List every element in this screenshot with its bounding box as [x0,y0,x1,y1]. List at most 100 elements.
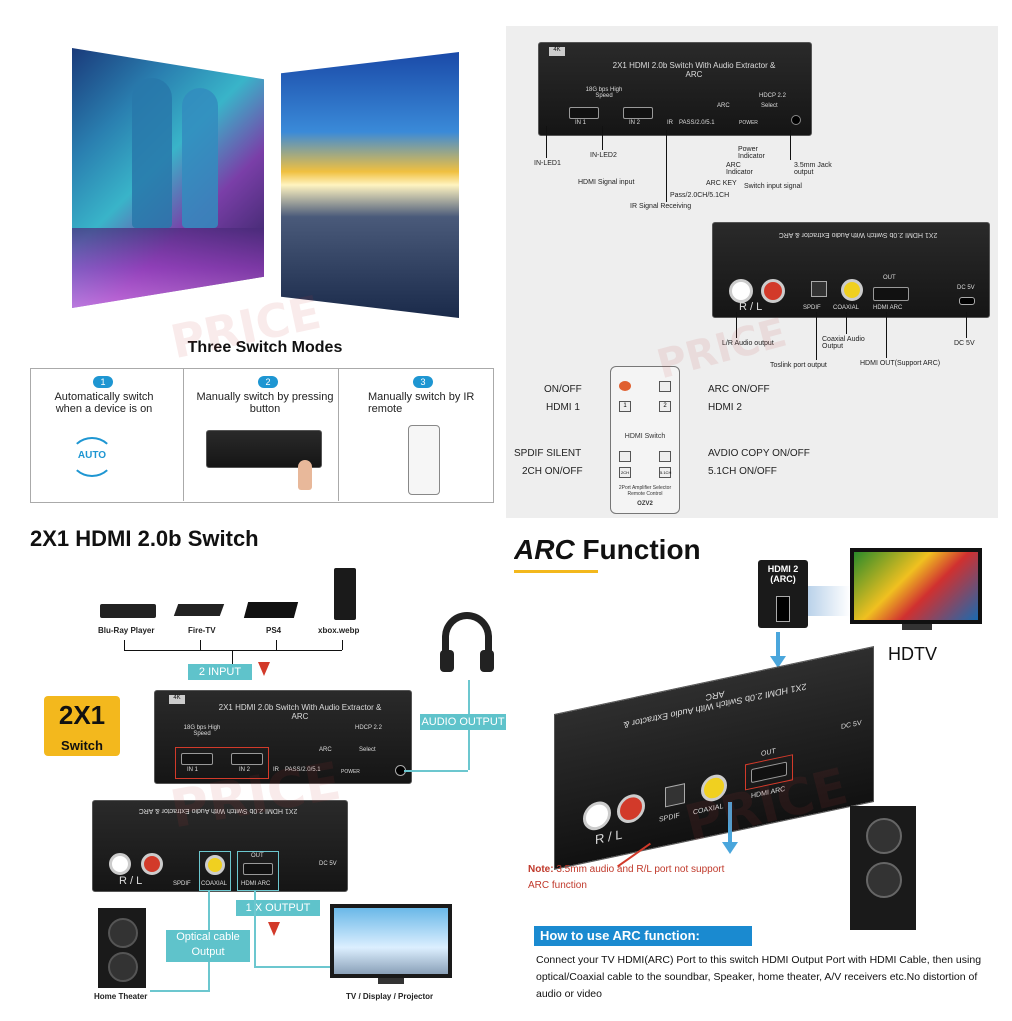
back-device-name: 2X1 HDMI 2.0b Switch With Audio Extracto… [778,231,938,238]
switch-badge: 4K [169,695,185,704]
remote-title: HDMI Switch [624,433,666,440]
remote-model: OZV2 [637,501,653,507]
front-arc-label: ARC [717,103,730,109]
callout-toslink: Toslink port output [770,362,827,369]
switch-device-name: 2X1 HDMI 2.0b Switch With Audio Extracto… [218,703,382,721]
switch-dc-label: DC 5V [319,861,337,867]
arc-device-name: 2X1 HDMI 2.0b Switch With Audio Extracto… [623,681,807,731]
remote-arc-button [659,381,671,392]
remote-right-1: ARC ON/OFF [708,384,770,395]
remote-small-image [408,425,440,495]
input-label: 2 INPUT [188,664,252,680]
badge-top: 2X1 [58,700,106,730]
front-pass-label: PASS/2.0/5.1 [679,120,715,126]
switch-device-speed: 18G bps High Speed [183,725,221,737]
howto-title: How to use ARC function: [534,926,752,946]
switch-arc-label: ARC [319,747,332,753]
front-device-hdcp: HDCP 2.2 [759,93,786,99]
headphone-jack [791,115,801,125]
hdtv-screen [850,548,982,624]
firetv-icon [173,604,225,616]
callout-dc5v: DC 5V [954,340,975,347]
arc-panel: ARC Function HDMI 2 (ARC) HDTV 2X1 HDMI … [514,516,1012,1021]
badge-bottom: Switch [61,738,103,753]
remote-right-4: 5.1CH ON/OFF [708,466,777,477]
finger-icon [298,460,312,490]
arc-out-label: OUT [761,747,776,759]
arc-spdif-label: SPDIF [659,812,680,824]
arc-title: ARC Function [514,534,701,566]
input-arrow [258,662,270,676]
switch-rca-yellow [205,855,225,875]
switch-rca-red [141,853,163,875]
modes-panel: Three Switch Modes 1 Automatically switc… [0,0,506,515]
switch-in2-port [231,753,263,765]
arc-rca-yellow [701,772,727,804]
switch-rca-white [109,853,131,875]
switch-power-label: POWER [341,769,360,775]
source-bluray: Blu-Ray Player [98,626,155,635]
remote-hdmi1-button: 1 [619,401,631,412]
switch-select-label: Select [359,747,376,753]
callout-arc-indicator: ARC Indicator [726,162,753,176]
auto-label: AUTO [77,450,107,461]
front-in1-port [569,107,599,119]
switch-out-label: OUT [251,853,264,859]
callout-in-led1: IN-LED1 [534,160,561,167]
front-device: 4K 2X1 HDMI 2.0b Switch With Audio Extra… [538,42,812,136]
hdtv-label: HDTV [888,644,937,664]
auto-icon [70,437,114,477]
arc-rl-label: R / L [595,826,623,848]
device-badge: 4K [549,47,565,56]
note-text: 3.5mm audio and R/L port not support ARC… [528,864,725,891]
optical-label: Optical cable Output [166,930,250,962]
2x1-badge [44,696,120,756]
switch-in1-label: IN 1 [187,767,199,773]
switch-in2-label: IN 2 [239,767,251,773]
arc-title-rest: Function [574,534,701,565]
callout-power-indicator: Power Indicator [738,146,765,160]
speaker-icon [98,908,146,988]
switch-pass-label: PASS/2.0/5.1 [285,767,321,773]
back-coaxial-label: COAXIAL [833,305,860,311]
arc-note: Note: 3.5mm audio and R/L port not suppo… [528,862,728,894]
output-label: 1 X OUTPUT [236,900,320,916]
rca-white [729,279,753,303]
coaxial-highlight [199,851,231,891]
arc-coaxial-label: COAXIAL [693,803,724,817]
mode1-text: Automatically switch when a device is on [54,391,154,415]
arc-device: 2X1 HDMI 2.0b Switch With Audio Extracto… [554,645,874,871]
front-in2-port [623,107,653,119]
callout-jack-output: 3.5mm Jack output [794,162,832,176]
back-rl-label: R / L [739,301,763,313]
rca-yellow [841,279,863,301]
remote-left-1: ON/OFF [544,384,582,395]
remote-left-4: 2CH ON/OFF [522,466,583,477]
back-dc-label: DC 5V [957,285,975,291]
remote-left-2: HDMI 1 [546,402,580,413]
mode3-number: 3 [413,376,433,388]
switch-spdif-label: SPDIF [173,881,191,887]
switch-coaxial-label: COAXIAL [201,881,228,887]
rca-red [761,279,785,303]
arc-title-arc: ARC [514,534,575,565]
bluray-icon [100,604,156,618]
hdmi2-port-box: HDMI 2 (ARC) [758,560,808,628]
dc-port [959,297,975,305]
output-arrow [268,922,280,936]
arc-rca-white [583,798,611,833]
sunset-image [281,52,459,318]
modes-title: Three Switch Modes [187,339,343,356]
switch-back-device: 2X1 HDMI 2.0b Switch With Audio Extracto… [92,800,348,892]
switch-hdmiarc-label: HDMI ARC [241,881,271,887]
switch-hdmi-out-port [243,863,273,875]
back-hdmiarc-label: HDMI ARC [873,305,903,311]
back-out-label: OUT [883,275,896,281]
arc-dc-label: DC 5V [841,719,862,732]
hdmi2-label: HDMI 2 (ARC) [767,564,799,584]
headphones-icon [442,612,492,664]
callout-lr-audio: L/R Audio output [722,340,774,347]
remote-51ch-button: 5.1CH [659,467,671,478]
source-xbox: xbox.webp [318,626,360,635]
toslink-port [811,281,827,297]
